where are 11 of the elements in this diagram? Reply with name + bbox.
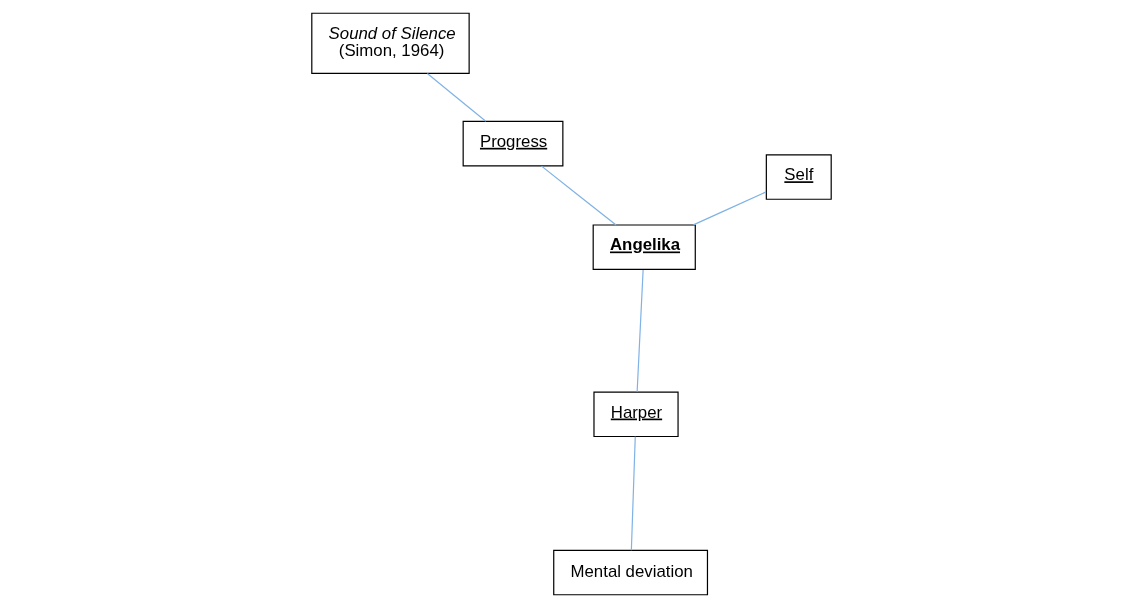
node-box: Sound of Silence (Simon, 1964) xyxy=(310,12,470,74)
connector xyxy=(540,165,617,226)
connector xyxy=(636,269,644,393)
node-box: Self xyxy=(765,154,832,200)
node-box: Progress xyxy=(462,120,563,167)
connector xyxy=(630,436,636,551)
connector xyxy=(426,72,486,122)
node-box: Mental deviation xyxy=(552,549,708,596)
connector xyxy=(692,191,767,226)
node-box: Harper xyxy=(592,391,679,438)
node-box: Angelika xyxy=(592,224,696,271)
